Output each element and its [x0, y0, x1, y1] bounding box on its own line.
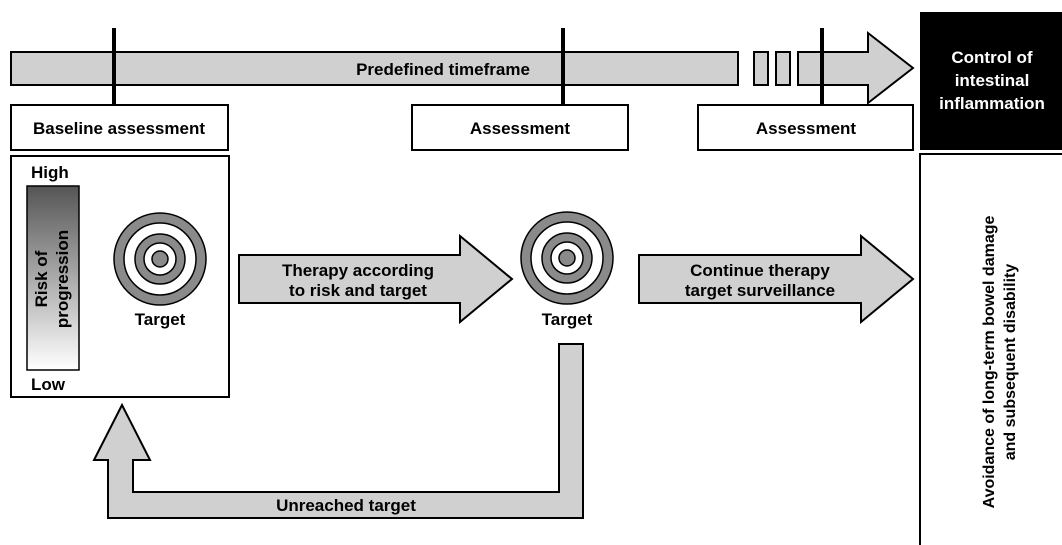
assessment-label-3: Assessment	[756, 119, 857, 138]
unreached-target-label: Unreached target	[276, 496, 416, 515]
risk-low-label: Low	[31, 375, 66, 394]
therapy-arrow-line-2: to risk and target	[289, 281, 427, 300]
assessment-label-2: Assessment	[470, 119, 571, 138]
continue-arrow-line-1: Continue therapy	[690, 261, 830, 280]
outcome-line-1: Control of	[951, 48, 1033, 67]
outcome-line-3: inflammation	[939, 94, 1045, 113]
assessment-box-2	[411, 104, 629, 151]
timeframe-label: Predefined timeframe	[356, 60, 530, 79]
therapy-arrow	[238, 233, 514, 325]
therapy-arrow-line-1: Therapy according	[282, 261, 434, 280]
outcome-line-2: intestinal	[955, 71, 1030, 90]
risk-bar-label-2: progression	[53, 230, 72, 328]
baseline-assessment-label: Baseline assessment	[33, 119, 205, 138]
baseline-assessment-box	[10, 104, 229, 151]
timeframe-dash-1	[753, 51, 769, 86]
baseline-target-icon	[113, 212, 207, 306]
baseline-target-label: Target	[135, 310, 186, 329]
assessment-box-3	[697, 104, 914, 151]
continue-therapy-arrow	[638, 233, 915, 325]
middle-target-label: Target	[542, 310, 593, 329]
middle-target-icon	[520, 211, 614, 305]
outcome-box	[920, 12, 1062, 150]
timeframe-dash-2	[775, 51, 791, 86]
avoidance-box	[919, 153, 1062, 545]
avoidance-line-1: Avoidance of long-term bowel damage	[981, 216, 998, 509]
unreached-target-arrow	[92, 343, 584, 519]
avoidance-line-2: and subsequent disability	[1002, 264, 1019, 461]
risk-bar-label-1: Risk of	[32, 250, 51, 307]
risk-high-label: High	[31, 163, 69, 182]
timeframe-arrow	[10, 51, 739, 86]
timeframe-arrow-head	[797, 30, 915, 106]
risk-gradient-bar	[26, 185, 80, 371]
continue-arrow-line-2: target surveillance	[685, 281, 835, 300]
